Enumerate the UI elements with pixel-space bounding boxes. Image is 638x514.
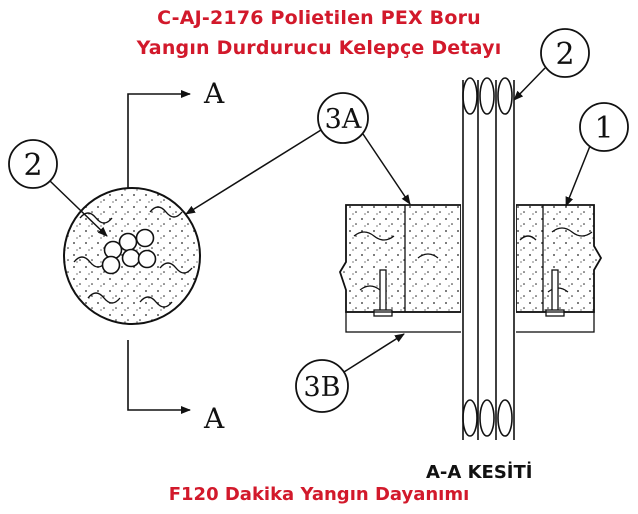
pipe-walls bbox=[462, 77, 515, 440]
leader-plan-pipe bbox=[49, 180, 108, 237]
plan-pipe-bundle bbox=[101, 228, 157, 275]
callout-plan-sealant: 3A bbox=[325, 104, 362, 135]
diagram-title: C-AJ-2176 Polietilen PEX Boru bbox=[157, 7, 481, 29]
leader-sealant-section bbox=[362, 133, 411, 205]
callout-section-pipe: 2 bbox=[555, 37, 574, 72]
cut-line-top bbox=[127, 90, 191, 188]
callout-circle-plan-pipe bbox=[8, 139, 58, 189]
callout-circle-section-pipe bbox=[540, 28, 590, 78]
fire-rating-footer: F120 Dakika Yangın Dayanımı bbox=[168, 484, 470, 505]
leader-wall bbox=[565, 145, 591, 207]
pipe-body bbox=[461, 72, 516, 444]
cut-marker-top: A bbox=[203, 77, 225, 110]
cut-line-bottom bbox=[127, 340, 191, 414]
plan-view: 2 3A A A bbox=[8, 77, 411, 435]
callout-plan-pipe: 2 bbox=[23, 148, 42, 183]
callout-circle-sealant bbox=[317, 92, 369, 144]
section-anchors bbox=[373, 269, 565, 317]
slab-left bbox=[339, 204, 462, 313]
callout-circle-backing bbox=[295, 359, 349, 413]
callout-section-backing: 3B bbox=[303, 372, 340, 403]
leader-sealant-plan bbox=[185, 129, 322, 215]
callout-section-wall: 1 bbox=[594, 111, 613, 146]
leader-backing bbox=[343, 333, 405, 373]
diagram-subtitle: Yangın Durdurucu Kelepçe Detayı bbox=[136, 37, 502, 59]
callout-circle-wall bbox=[579, 102, 629, 152]
section-view: 2 1 3B bbox=[295, 28, 629, 444]
leader-section-pipe bbox=[513, 67, 546, 101]
cut-marker-bottom: A bbox=[203, 402, 225, 435]
section-label: A-A KESİTİ bbox=[426, 462, 533, 483]
